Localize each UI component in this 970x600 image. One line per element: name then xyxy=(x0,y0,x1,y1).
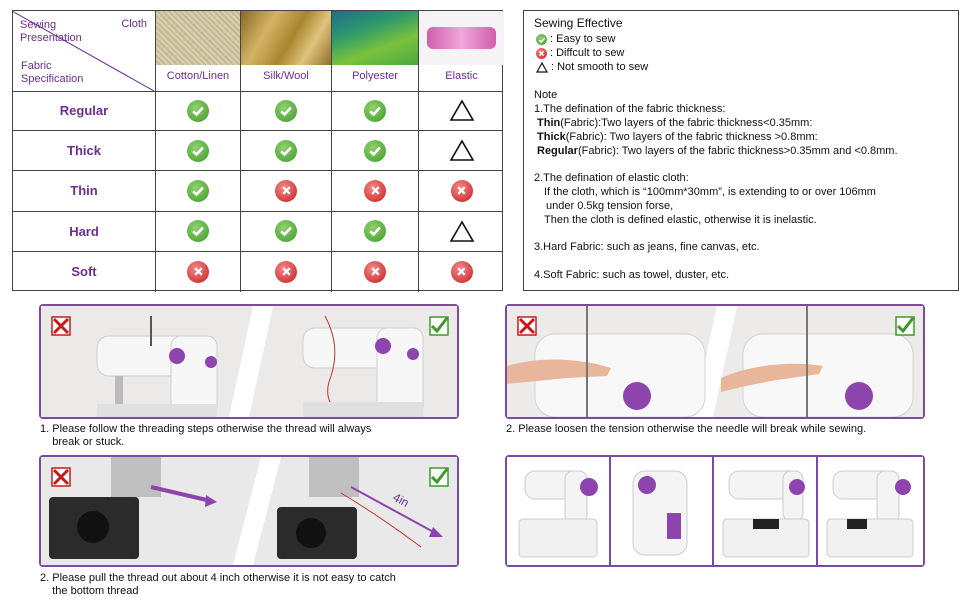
polyester-swatch-image xyxy=(332,11,418,65)
fabric-column-elastic: Elastic xyxy=(419,11,504,91)
x-circle-icon xyxy=(156,252,240,292)
check-circle-icon xyxy=(332,91,418,130)
legend-difficult: : Diffcult to sew xyxy=(536,47,624,60)
fabric-column-silk: Silk/Wool xyxy=(241,11,331,91)
notes-panel: Sewing Effective : Easy to sew : Diffcul… xyxy=(523,10,959,291)
legend-not-smooth: : Not smooth to sew xyxy=(536,61,648,74)
table-row: Thin xyxy=(13,171,504,212)
elastic-swatch-image xyxy=(419,11,504,65)
check-circle-icon xyxy=(241,91,331,130)
wrong-x-icon xyxy=(517,316,537,336)
legend-text: : Easy to sew xyxy=(550,33,616,45)
row-label: Thin xyxy=(70,183,98,199)
note-3: 3.Hard Fabric: such as jeans, fine canva… xyxy=(534,241,760,253)
triangle-icon xyxy=(536,62,548,73)
check-circle-icon xyxy=(156,171,240,210)
table-row: Soft xyxy=(13,251,504,292)
wrong-x-icon xyxy=(51,316,71,336)
legend-easy: : Easy to sew xyxy=(536,33,615,46)
fabric-label: Silk/Wool xyxy=(263,70,309,82)
pull-thread-caption: 2. Please pull the thread out about 4 in… xyxy=(40,572,396,597)
fabric-label: Cotton/Linen xyxy=(166,70,230,82)
table-row: Hard xyxy=(13,211,504,252)
tension-scene-image xyxy=(507,306,923,417)
table-header: Sewing Presentation Cloth Fabric Specifi… xyxy=(13,11,504,92)
fabric-label: Elastic xyxy=(445,70,478,82)
check-circle-icon xyxy=(332,212,418,251)
threading-scene-image xyxy=(41,306,457,417)
legend-text: : Diffcult to sew xyxy=(550,47,625,59)
table-row: Regular xyxy=(13,91,504,132)
threading-panel xyxy=(39,304,459,419)
triangle-icon xyxy=(419,131,504,170)
corner-label-sewing: Sewing Presentation xyxy=(20,19,82,44)
note-2-line1: If the cloth, which is “100mm*30mm”, is … xyxy=(544,186,876,198)
tension-panel xyxy=(505,304,925,419)
x-circle-icon xyxy=(536,48,547,60)
row-label: Thick xyxy=(67,143,101,159)
triangle-icon xyxy=(419,91,504,130)
x-circle-icon xyxy=(419,171,504,210)
note-1-regular: Regular(Fabric): Two layers of the fabri… xyxy=(537,145,898,157)
row-label: Soft xyxy=(71,264,97,280)
threading-caption: 1. Please follow the threading steps oth… xyxy=(40,423,372,448)
note-heading: Note xyxy=(534,89,558,101)
note-2-line2: under 0.5kg tension forse, xyxy=(546,200,674,212)
check-circle-icon xyxy=(536,34,547,46)
x-circle-icon xyxy=(332,252,418,292)
note-4: 4.Soft Fabric: such as towel, duster, et… xyxy=(534,269,730,281)
x-circle-icon xyxy=(419,252,504,292)
check-circle-icon xyxy=(241,131,331,170)
row-label: Hard xyxy=(69,223,99,239)
pull-thread-scene-image xyxy=(41,457,457,565)
fabric-label: Polyester xyxy=(352,70,398,82)
machine-views-image xyxy=(507,457,923,565)
pull-thread-panel: 4in xyxy=(39,455,459,567)
fabric-compatibility-table: Sewing Presentation Cloth Fabric Specifi… xyxy=(12,10,504,292)
correct-check-icon xyxy=(429,467,449,487)
machine-views-panel xyxy=(505,455,925,567)
silk-swatch-image xyxy=(241,11,331,65)
corner-label-fabric: Fabric Specification xyxy=(21,60,84,85)
note-1-heading: 1.The defination of the fabric thickness… xyxy=(534,103,726,115)
x-circle-icon xyxy=(241,252,331,292)
table-row: Thick xyxy=(13,131,504,172)
x-circle-icon xyxy=(332,171,418,210)
fabric-column-polyester: Polyester xyxy=(332,11,418,91)
note-2-line3: Then the cloth is defined elastic, other… xyxy=(544,214,817,226)
check-circle-icon xyxy=(332,131,418,170)
x-circle-icon xyxy=(241,171,331,210)
legend-text: : Not smooth to sew xyxy=(551,61,649,73)
cotton-swatch-image xyxy=(156,11,240,65)
notes-title: Sewing Effective xyxy=(534,16,623,30)
row-label: Regular xyxy=(59,103,109,119)
wrong-x-icon xyxy=(51,467,71,487)
note-2-heading: 2.The defination of elastic cloth: xyxy=(534,172,689,184)
table-corner-header: Sewing Presentation Cloth Fabric Specifi… xyxy=(13,11,155,91)
check-circle-icon xyxy=(241,212,331,251)
check-circle-icon xyxy=(156,212,240,251)
check-circle-icon xyxy=(156,131,240,170)
fabric-column-cotton: Cotton/Linen xyxy=(156,11,240,91)
triangle-icon xyxy=(419,212,504,251)
corner-label-cloth: Cloth xyxy=(121,18,147,30)
note-1-thin: Thin(Fabric):Two layers of the fabric th… xyxy=(537,117,813,129)
correct-check-icon xyxy=(429,316,449,336)
tension-caption: 2. Please loosen the tension otherwise t… xyxy=(506,423,867,435)
correct-check-icon xyxy=(895,316,915,336)
check-circle-icon xyxy=(156,91,240,130)
note-1-thick: Thick(Fabric): Two layers of the fabric … xyxy=(537,131,818,143)
